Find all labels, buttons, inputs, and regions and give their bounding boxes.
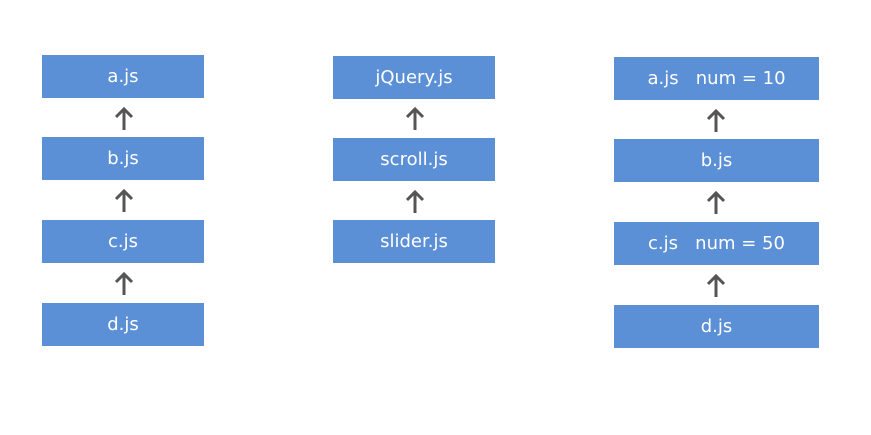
module-box-c-js-num: c.js num = 50 — [614, 222, 819, 265]
arrow-up-icon — [405, 106, 425, 132]
arrow-up-icon — [405, 189, 425, 215]
module-box-d-js: d.js — [614, 305, 819, 348]
module-box-slider-js: slider.js — [333, 220, 495, 263]
module-box-a-js-num: a.js num = 10 — [614, 57, 819, 100]
arrow-up-icon — [706, 190, 726, 216]
arrow-up-icon — [114, 271, 134, 297]
module-box-d-js: d.js — [42, 303, 204, 346]
module-box-b-js: b.js — [42, 137, 204, 180]
arrow-up-icon — [114, 188, 134, 214]
arrow-up-icon — [114, 106, 134, 132]
module-box-scroll-js: scroll.js — [333, 138, 495, 181]
arrow-up-icon — [706, 108, 726, 134]
module-box-c-js: c.js — [42, 220, 204, 263]
module-box-jquery-js: jQuery.js — [333, 56, 495, 99]
module-box-b-js: b.js — [614, 139, 819, 182]
module-box-a-js: a.js — [42, 55, 204, 98]
arrow-up-icon — [706, 273, 726, 299]
